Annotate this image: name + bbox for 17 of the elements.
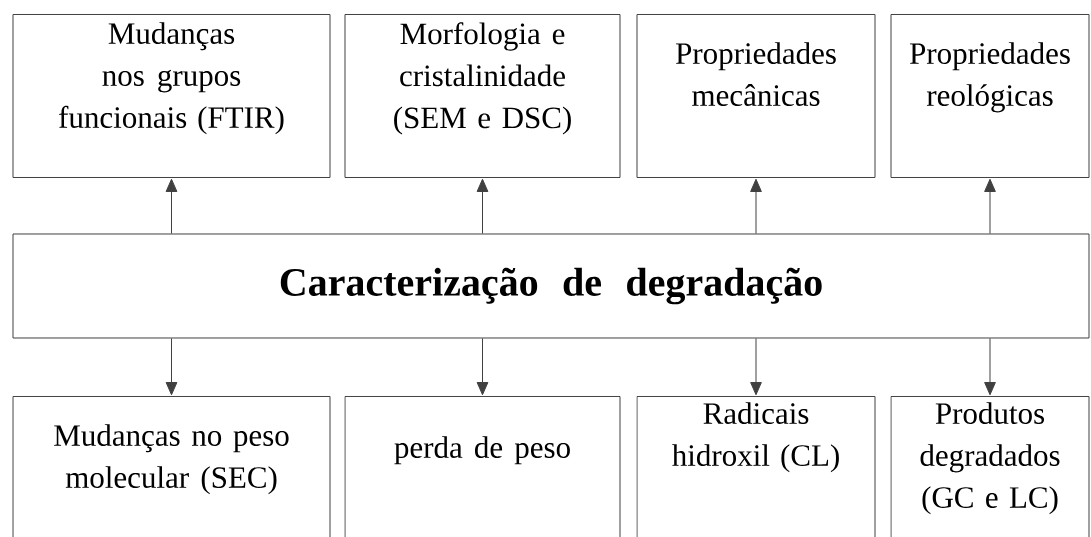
arrow [750, 338, 762, 396]
process-box: Propriedades mecânicas [636, 14, 876, 178]
process-box: Morfologia e cristalinidade (SEM e DSC) [344, 14, 621, 178]
process-box: Mudanças no peso molecular (SEC) [12, 396, 331, 537]
arrow [476, 338, 489, 396]
process-box: Produtos degradados (GC e LC) [890, 396, 1090, 537]
arrow [984, 178, 996, 234]
arrow [165, 178, 178, 234]
process-box: Propriedades reológicas [890, 14, 1090, 178]
process-box: Caracterização de degradação [12, 233, 1090, 339]
process-box: perda de peso [344, 396, 621, 537]
arrow [165, 338, 178, 396]
arrow [984, 338, 996, 396]
arrow [476, 178, 489, 234]
process-box: Radicais hidroxil (CL) [636, 396, 876, 537]
arrow [750, 178, 762, 234]
process-box: Mudanças nos grupos funcionais (FTIR) [12, 14, 331, 178]
